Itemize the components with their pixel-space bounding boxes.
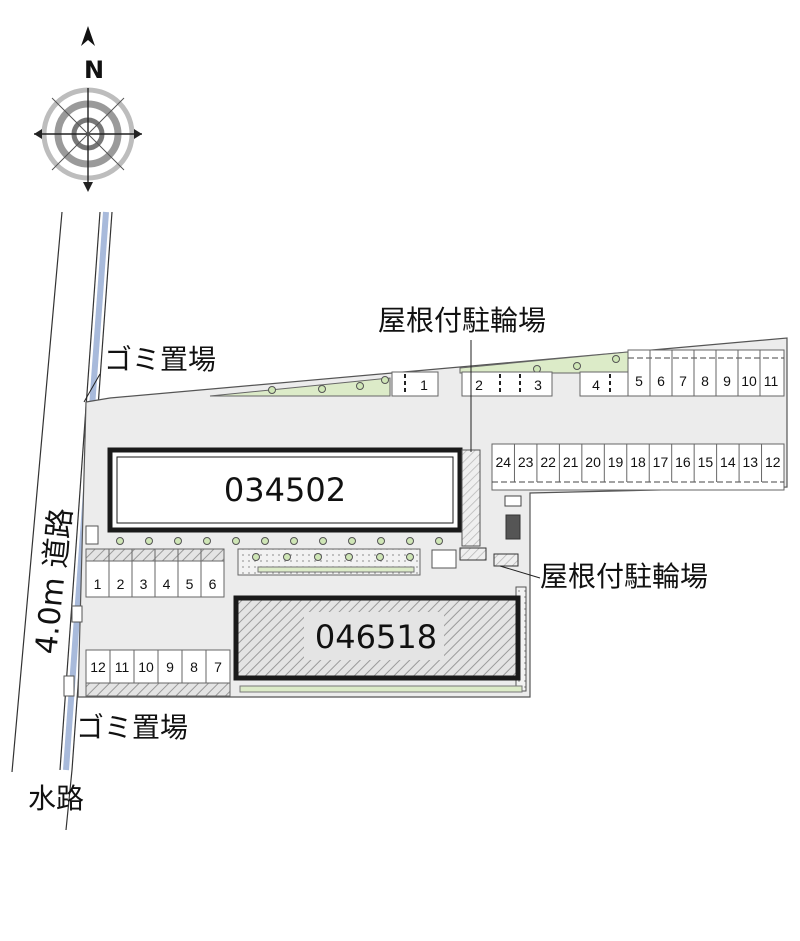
parking-slot-label: 2 <box>117 576 125 592</box>
parking-slot-label: 24 <box>495 454 511 470</box>
green-strip-north-2 <box>459 351 629 374</box>
parking-slot-label: 3 <box>140 576 148 592</box>
bike-shelter-north <box>461 449 481 547</box>
building-046518: 046518 <box>233 595 521 681</box>
bike-parking-label-right: 屋根付駐輪場 <box>540 560 708 593</box>
parking-slot-label: 15 <box>698 454 714 470</box>
building-034502: 034502 <box>107 447 463 533</box>
parking-north-front: 1 2 3 4 <box>391 371 631 397</box>
parking-slot-label: 7 <box>679 373 687 389</box>
parking-slot-label: 11 <box>115 659 130 675</box>
parking-slot-label: 23 <box>518 454 534 470</box>
planting-strip <box>237 548 421 576</box>
parking-slot-label: 10 <box>138 659 154 675</box>
parking-slot-label: 4 <box>592 377 600 393</box>
parking-slot-label: 12 <box>765 454 781 470</box>
parking-slot-label: 6 <box>209 576 217 592</box>
parking-slot-label: 9 <box>166 659 174 675</box>
parking-slot-label: 12 <box>90 659 106 675</box>
parking-slot-label: 5 <box>186 576 194 592</box>
parking-slot-label: 20 <box>585 454 601 470</box>
parking-slot-label: 10 <box>741 373 757 389</box>
parking-slot-label: 2 <box>475 377 483 393</box>
waterway-label: 水路 <box>28 782 84 815</box>
parking-slot-label: 18 <box>630 454 646 470</box>
garbage-label-top: ゴミ置場 <box>104 343 216 376</box>
parking-slot-label: 22 <box>540 454 556 470</box>
parking-slot-label: 6 <box>657 373 665 389</box>
north-label: N <box>84 56 104 84</box>
parking-slot-label: 7 <box>214 659 222 675</box>
parking-slot-label: 16 <box>675 454 691 470</box>
parking-slot-label: 8 <box>190 659 198 675</box>
parking-slot-label: 21 <box>563 454 579 470</box>
parking-slot-label: 9 <box>723 373 731 389</box>
compass-rose-icon: N <box>34 26 142 192</box>
parking-slot-label: 14 <box>720 454 736 470</box>
parking-slot-label: 13 <box>743 454 759 470</box>
bike-parking-label-top: 屋根付駐輪場 <box>378 304 546 337</box>
parking-slot-label: 1 <box>420 377 428 393</box>
parking-north-row: 5 6 7 8 9 10 11 <box>627 349 785 397</box>
parking-slot-label: 19 <box>608 454 624 470</box>
parking-east-row: 24 23 22 21 20 19 18 17 16 15 14 13 12 <box>491 443 785 491</box>
green-strip-north <box>209 377 391 397</box>
parking-slot-label: 3 <box>534 377 542 393</box>
parking-slot-label: 1 <box>94 576 102 592</box>
building-label-south: 046518 <box>315 618 437 656</box>
parking-slot-label: 17 <box>653 454 669 470</box>
parking-slot-label: 5 <box>635 373 643 389</box>
parking-slot-label: 11 <box>764 373 779 389</box>
parking-slot-label: 8 <box>701 373 709 389</box>
parking-slot-label: 4 <box>163 576 171 592</box>
garbage-label-bottom: ゴミ置場 <box>76 711 188 744</box>
trees-middle <box>116 537 443 545</box>
road-label: 4.0m 道路 <box>29 506 79 655</box>
building-label-north: 034502 <box>224 471 346 509</box>
